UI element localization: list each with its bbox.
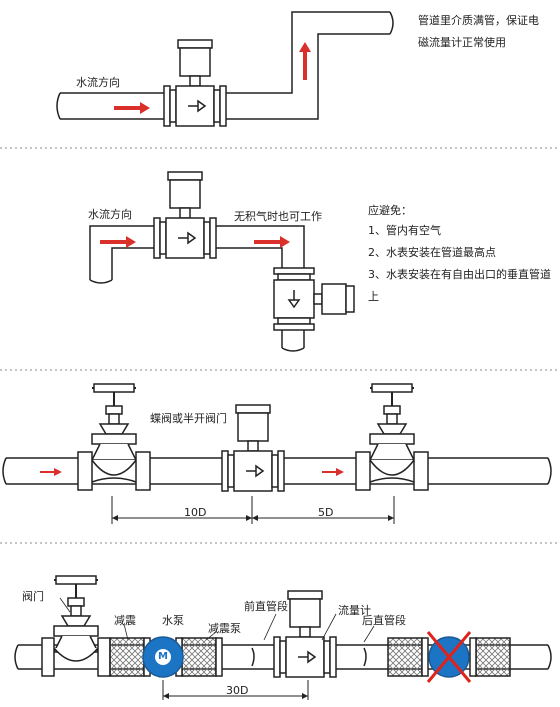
flowmeter-label: 流量计 [338, 604, 371, 617]
flow-arrow [40, 468, 62, 476]
valve-label: 蝶阀或半开阀门 [150, 412, 227, 425]
flow-arrow [100, 236, 136, 248]
pump-letter: M [158, 651, 168, 662]
damper-pump [181, 637, 217, 677]
avoid-item: 2、水表安装在管道最高点 [368, 246, 496, 259]
avoid-item: 1、管内有空气 [368, 224, 441, 237]
avoid-list: 1、管内有空气 2、水表安装在管道最高点 3、水表安装在有自由出口的垂直管道上 [368, 220, 560, 308]
section4-drawing [14, 575, 552, 700]
damper-pump-label: 减震泵 [208, 622, 241, 635]
damper-right2 [475, 637, 511, 677]
flow-arrow [299, 42, 311, 80]
no-air-label: 无积气时也可工作 [234, 210, 322, 223]
section2-drawing [89, 171, 355, 352]
full-pipe-note-line2: 磁流量计正常使用 [418, 36, 506, 49]
section1-drawing [56, 11, 394, 127]
flow-arrow [254, 236, 290, 248]
flow-arrow [114, 102, 150, 114]
damper-left [109, 637, 145, 677]
flow-direction-label-1: 水流方向 [76, 76, 120, 89]
full-pipe-note-line1: 管道里介质满管，保证电 [418, 14, 539, 27]
flow-arrow [322, 468, 344, 476]
rear-pipe-label: 后直管段 [362, 614, 406, 627]
damper-right [387, 637, 423, 677]
avoid-title: 应避免： [368, 204, 412, 217]
dim-30d: 30D [226, 684, 249, 697]
dim-5d: 5D [318, 506, 334, 519]
flow-direction-label-2: 水流方向 [88, 208, 132, 221]
dim-10d: 10D [184, 506, 207, 519]
section3-drawing [2, 383, 552, 524]
damper-label: 减震 [114, 614, 136, 627]
valve-label-4: 阀门 [22, 590, 44, 603]
cross-icon [426, 631, 472, 683]
avoid-item: 3、水表安装在有自由出口的垂直管道上 [368, 268, 551, 303]
pump-label: 水泵 [162, 614, 184, 627]
front-pipe-label: 前直管段 [244, 600, 288, 613]
